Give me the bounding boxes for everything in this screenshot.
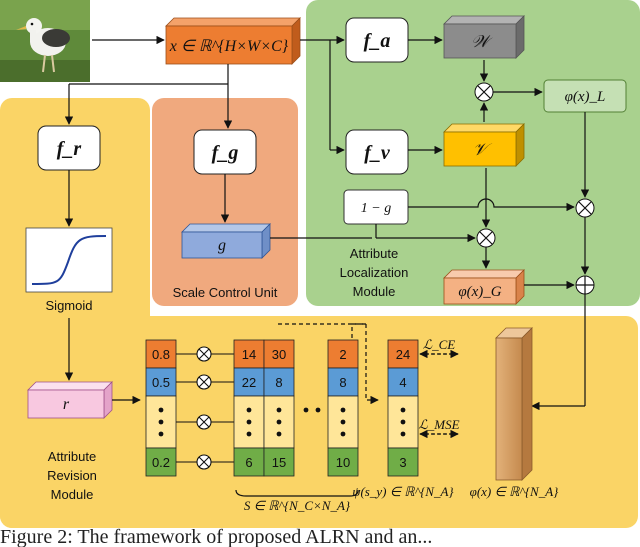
- matrix-c1-cell-2: 22: [242, 375, 256, 390]
- sigmoid-plot: Sigmoid: [25, 227, 113, 313]
- weight-cell-2: 0.5: [152, 375, 170, 390]
- multiply-op-1: [474, 82, 494, 102]
- f-v-block: f_v: [345, 129, 409, 175]
- w-tensor-box: 𝒲: [443, 15, 525, 59]
- matrix-c2-cell-2: 8: [275, 375, 282, 390]
- matrix-c3-dots: [340, 407, 346, 437]
- weights-column: 0.8 0.5 0.2: [145, 339, 177, 477]
- one-minus-g-box: 1 − g: [343, 189, 409, 225]
- figure-caption: Figure 2: The framework of proposed ALRN…: [0, 528, 433, 547]
- row-multiply-ops: [176, 346, 234, 470]
- row-multiply-op-3: [196, 414, 212, 430]
- row-multiply-op-4: [196, 454, 212, 470]
- loss-mse-label: ℒ_MSE: [418, 417, 459, 432]
- f-g-label: f_g: [212, 142, 239, 164]
- attr-loc-line-3: Module: [353, 284, 396, 299]
- s-matrix-label: S ∈ ℝ^{N_C×N_A}: [244, 498, 351, 513]
- phi-l-box: φ(x)_L: [543, 79, 627, 113]
- matrix-c3-cell-2: 8: [339, 375, 346, 390]
- one-minus-g-label: 1 − g: [361, 201, 391, 216]
- matrix-c1-dots: [246, 407, 252, 437]
- psi-column: 24 4 3: [387, 339, 419, 477]
- attr-rev-line-2: Revision: [47, 468, 97, 483]
- add-op: [575, 275, 595, 295]
- phi-x-bar: [495, 327, 533, 481]
- matrix-c2-dots: [276, 407, 282, 437]
- f-r-block: f_r: [37, 125, 101, 171]
- matrix-c2-cell-4: 15: [272, 455, 286, 470]
- v-tensor-box: 𝒱: [443, 123, 525, 167]
- attr-loc-line-2: Localization: [340, 265, 409, 280]
- psi-label: ψ(s_y) ∈ ℝ^{N_A}: [352, 484, 454, 499]
- weight-dots: [158, 407, 164, 437]
- matrix-ellipsis: [303, 407, 321, 413]
- f-g-block: f_g: [193, 129, 257, 175]
- f-r-label: f_r: [57, 138, 82, 160]
- g-tensor-box: g: [181, 223, 271, 259]
- phi-g-label: φ(x)_G: [458, 284, 501, 300]
- connectors: [64, 35, 590, 497]
- phi-l-label: φ(x)_L: [565, 89, 606, 105]
- attribute-localization-label: Attribute Localization Module: [340, 246, 409, 299]
- psi-dots: [400, 407, 406, 437]
- attr-rev-line-3: Module: [51, 487, 94, 502]
- scale-control-unit-label: Scale Control Unit: [173, 285, 278, 300]
- r-tensor-label: r: [63, 396, 70, 413]
- multiply-op-3: [476, 228, 496, 248]
- r-tensor-box: r: [27, 381, 113, 419]
- weight-cell-4: 0.2: [152, 455, 170, 470]
- matrix-c1-cell-1: 14: [242, 347, 256, 362]
- multiply-op-2: [575, 198, 595, 218]
- psi-cell-2: 4: [399, 375, 406, 390]
- f-a-block: f_a: [345, 17, 409, 63]
- f-a-label: f_a: [364, 30, 391, 52]
- w-tensor-label: 𝒲: [471, 32, 493, 51]
- attr-loc-line-1: Attribute: [350, 246, 398, 261]
- row-multiply-op-2: [196, 374, 212, 390]
- psi-cell-4: 3: [399, 455, 406, 470]
- f-v-label: f_v: [364, 142, 391, 164]
- g-tensor-label: g: [218, 237, 226, 254]
- matrix-c3-cell-4: 10: [336, 455, 350, 470]
- sigmoid-label: Sigmoid: [46, 298, 93, 313]
- weight-cell-1: 0.8: [152, 347, 170, 362]
- row-multiply-op-1: [196, 346, 212, 362]
- input-tensor-box: x ∈ ℝ^{H×W×C}: [165, 17, 301, 65]
- matrix-column-2: 30 8 15: [263, 339, 295, 477]
- attr-rev-line-1: Attribute: [48, 449, 96, 464]
- alrn-diagram: x ∈ ℝ^{H×W×C} f_a f_v f_r f_g 𝒲 𝒱 φ(x)_L: [0, 0, 640, 528]
- loss-ce-label: ℒ_CE: [423, 337, 456, 352]
- matrix-c1-cell-4: 6: [245, 455, 252, 470]
- input-tensor-label: x ∈ ℝ^{H×W×C}: [169, 38, 289, 55]
- psi-cell-1: 24: [396, 347, 410, 362]
- matrix-c2-cell-1: 30: [272, 347, 286, 362]
- matrix-c3-cell-1: 2: [339, 347, 346, 362]
- matrix-column-3: 2 8 10: [327, 339, 359, 477]
- phi-label: φ(x) ∈ ℝ^{N_A}: [470, 484, 560, 499]
- matrix-column-1: 14 22 6: [233, 339, 265, 477]
- attribute-revision-label: Attribute Revision Module: [47, 449, 97, 502]
- input-bird-image: [0, 0, 90, 82]
- phi-g-box: φ(x)_G: [443, 269, 525, 305]
